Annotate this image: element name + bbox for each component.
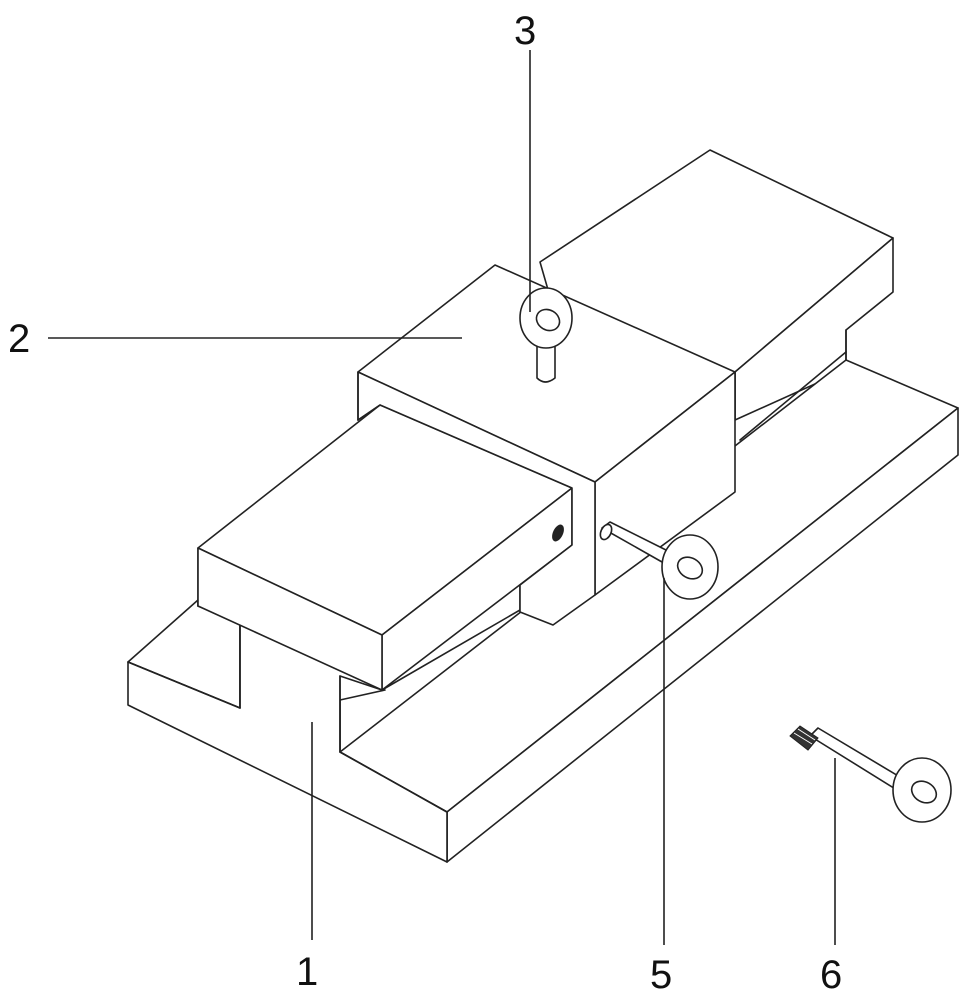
callout-6: 6 bbox=[820, 953, 842, 997]
thread-tip bbox=[789, 725, 819, 751]
callout-2: 2 bbox=[8, 317, 30, 361]
top-eye-bolt bbox=[519, 287, 573, 383]
callout-1: 1 bbox=[296, 950, 318, 994]
side-eye-bolt bbox=[599, 521, 719, 600]
leader-lines bbox=[48, 50, 836, 945]
callout-3: 3 bbox=[514, 9, 536, 53]
fixed-jaw bbox=[197, 404, 573, 691]
loose-eye-bolt bbox=[789, 725, 952, 823]
callout-5: 5 bbox=[650, 953, 672, 997]
